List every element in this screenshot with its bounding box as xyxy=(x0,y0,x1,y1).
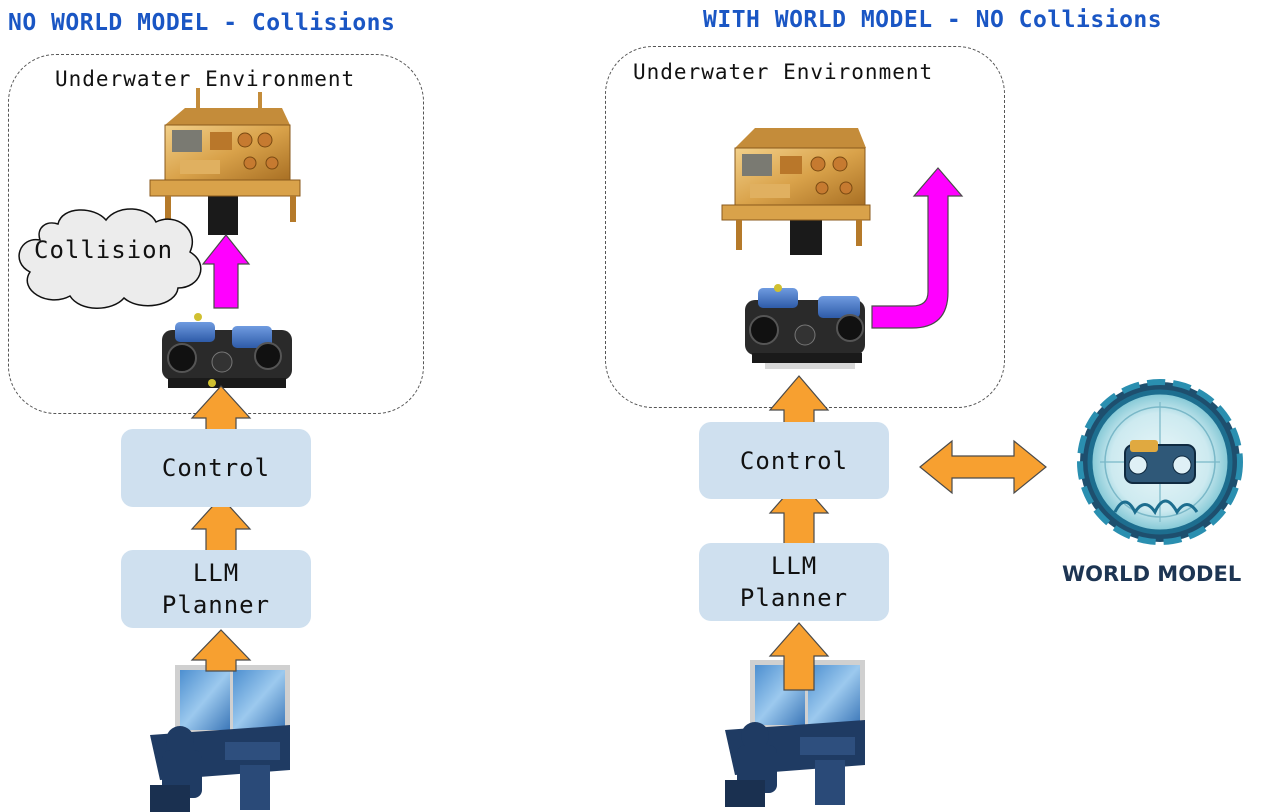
left-environment-label: Underwater Environment xyxy=(55,67,356,91)
collision-label: Collision xyxy=(34,236,174,264)
right-magenta-arrow-avoidance-path xyxy=(871,167,964,329)
left-control-block: Control xyxy=(121,429,311,507)
subsea-structure-icon-left xyxy=(149,88,301,235)
right-control-label: Control xyxy=(739,446,849,475)
right-control-block: Control xyxy=(699,422,889,499)
right-environment-label: Underwater Environment xyxy=(633,60,934,84)
left-planner-label-line2: Planner xyxy=(161,591,271,619)
operator-workstation-icon-left xyxy=(150,665,290,812)
world-model-logo-icon xyxy=(1077,379,1243,545)
rov-icon-right xyxy=(745,284,865,369)
left-arrow-planner-to-control xyxy=(190,496,252,555)
right-planner-label-line2: Planner xyxy=(739,584,849,612)
right-planner-block: LLM Planner xyxy=(699,543,889,621)
left-planner-label-line1: LLM xyxy=(192,559,240,587)
right-panel-title: WITH WORLD MODEL - NO Collisions xyxy=(703,7,1163,33)
subsea-structure-icon-right xyxy=(721,128,871,255)
rov-icon-left xyxy=(162,313,292,388)
bidirectional-arrow-control-world-model xyxy=(919,439,1047,495)
collision-cloud-icon xyxy=(18,208,202,309)
right-planner-label-line1: LLM xyxy=(770,552,818,580)
left-magenta-arrow-collision-path xyxy=(201,234,251,309)
right-arrow-operator-to-planner xyxy=(768,622,830,691)
left-control-label: Control xyxy=(161,454,271,482)
left-planner-block: LLM Planner xyxy=(121,550,311,628)
world-model-logo-text: WORLD MODEL xyxy=(1062,562,1242,586)
left-panel-title: NO WORLD MODEL - Collisions xyxy=(8,10,396,36)
left-arrow-operator-to-planner xyxy=(190,629,252,672)
